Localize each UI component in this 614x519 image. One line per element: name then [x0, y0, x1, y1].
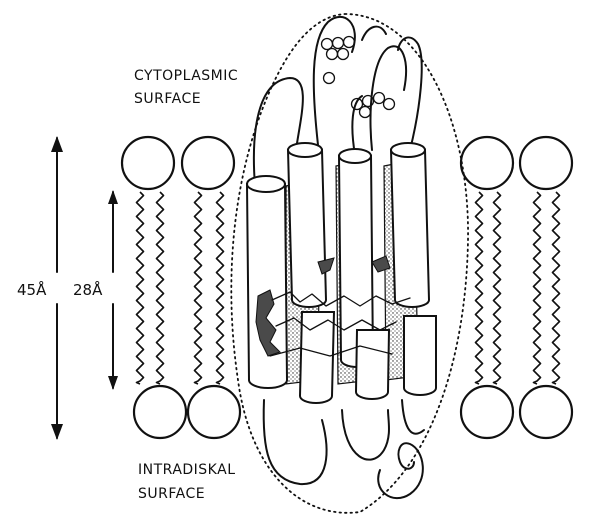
core-thickness-label: 28Å — [73, 280, 103, 299]
lipid-right-tails — [476, 192, 560, 384]
intradiskal-label: INTRADISKAL — [138, 462, 236, 478]
lipid-right-upper-heads — [461, 137, 572, 189]
lipid-tail — [534, 192, 541, 384]
lipid-left-lower-heads — [134, 386, 240, 438]
lipid-tail — [195, 192, 202, 384]
lipid-tail — [553, 192, 560, 384]
lipid-tail — [217, 192, 224, 384]
bilayer-dimension-arrow — [51, 136, 63, 440]
lipid-tail — [476, 192, 483, 384]
lipid-tail — [137, 192, 144, 384]
cytoplasmic-label: CYTOPLASMIC — [134, 68, 238, 84]
lipid-tail — [157, 192, 164, 384]
cytoplasmic-surface-label: SURFACE — [134, 91, 201, 107]
lipid-left-tails — [137, 192, 224, 384]
retinal-residues — [322, 37, 395, 118]
intradiskal-surface-label: SURFACE — [138, 486, 205, 502]
lipid-right-lower-heads — [461, 386, 572, 438]
lipid-tail — [494, 192, 501, 384]
bilayer-thickness-label: 45Å — [17, 280, 47, 299]
lipid-left-upper-heads — [122, 137, 234, 189]
core-dimension-arrow — [108, 190, 118, 390]
